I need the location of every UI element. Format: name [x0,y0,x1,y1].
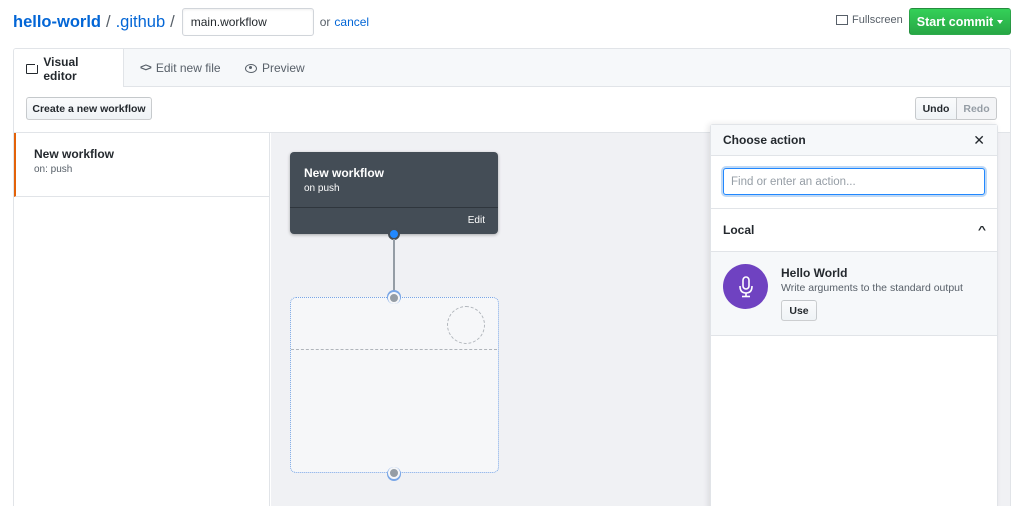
tab-preview[interactable]: Preview [233,49,317,87]
search-section [711,156,997,209]
workflow-node[interactable]: New workflow on push Edit [290,152,498,240]
workflow-node-title: New workflow [304,166,385,180]
workflow-node-edit-link[interactable]: Edit [467,215,485,226]
close-icon[interactable]: ✕ [973,131,985,148]
fullscreen-label: Fullscreen [852,14,903,26]
section-title: Local [723,223,755,237]
start-commit-button[interactable]: Start commit [909,8,1011,35]
repo-link[interactable]: hello-world [13,12,101,31]
undo-button[interactable]: Undo [915,97,957,120]
breadcrumb: hello-world / .github / or cancel [13,8,369,36]
input-port-handle[interactable] [388,292,400,304]
output-port-handle[interactable] [388,467,400,479]
fullscreen-button[interactable]: Fullscreen [836,13,903,29]
workflow-name: New workflow [34,147,115,161]
tab-label: Visual editor [43,54,79,83]
workflow-node-subtitle: on push [304,183,340,194]
tab-visual-editor[interactable]: Visual editor [14,49,124,88]
tab-edit-new-file[interactable]: <> Edit new file [128,49,233,87]
panel-title: Choose action [723,133,806,147]
monitor-icon [26,61,39,74]
placeholder-divider [291,349,497,350]
cancel-link[interactable]: cancel [334,15,370,29]
tab-label: Preview [262,61,305,75]
action-description: Write arguments to the standard output [781,282,963,294]
code-icon: <> [140,62,152,74]
tab-label: Edit new file [155,61,221,75]
filename-input[interactable] [181,8,314,36]
chevron-up-icon[interactable]: ^ [977,224,987,236]
local-section-header[interactable]: Local ^ [711,209,997,252]
panel-header: Choose action ✕ [711,125,997,156]
node-connector-line [393,239,395,297]
tab-bar: Visual editor <> Edit new file Preview [14,49,1010,88]
workflow-trigger: on: push [34,164,73,175]
workflow-sidebar: New workflow on: push [14,133,270,506]
or-text: or [319,15,331,29]
eye-icon [245,63,257,73]
redo-button[interactable]: Redo [957,97,997,120]
choose-action-panel: Choose action ✕ Local ^ Hello World Writ… [710,124,998,506]
start-commit-label: Start commit [916,14,994,29]
action-avatar [723,264,768,309]
breadcrumb-separator: / [106,12,111,31]
action-list-item: Hello World Write arguments to the stand… [711,252,997,336]
action-search-input[interactable] [723,168,985,195]
microphone-icon [738,275,753,297]
caret-down-icon [997,19,1004,24]
workflow-list-item[interactable]: New workflow on: push [14,133,270,197]
empty-action-placeholder[interactable] [290,292,499,479]
top-bar: hello-world / .github / or cancel Fullsc… [0,0,1024,44]
directory-link[interactable]: .github [115,12,166,31]
placeholder-icon-circle [447,306,485,344]
node-divider [290,207,498,208]
breadcrumb-separator: / [170,12,175,31]
create-workflow-button[interactable]: Create a new workflow [26,97,152,120]
action-name: Hello World [781,266,848,280]
undo-redo-group: Undo Redo [915,97,997,120]
fullscreen-icon [836,13,848,29]
use-action-button[interactable]: Use [781,300,817,321]
